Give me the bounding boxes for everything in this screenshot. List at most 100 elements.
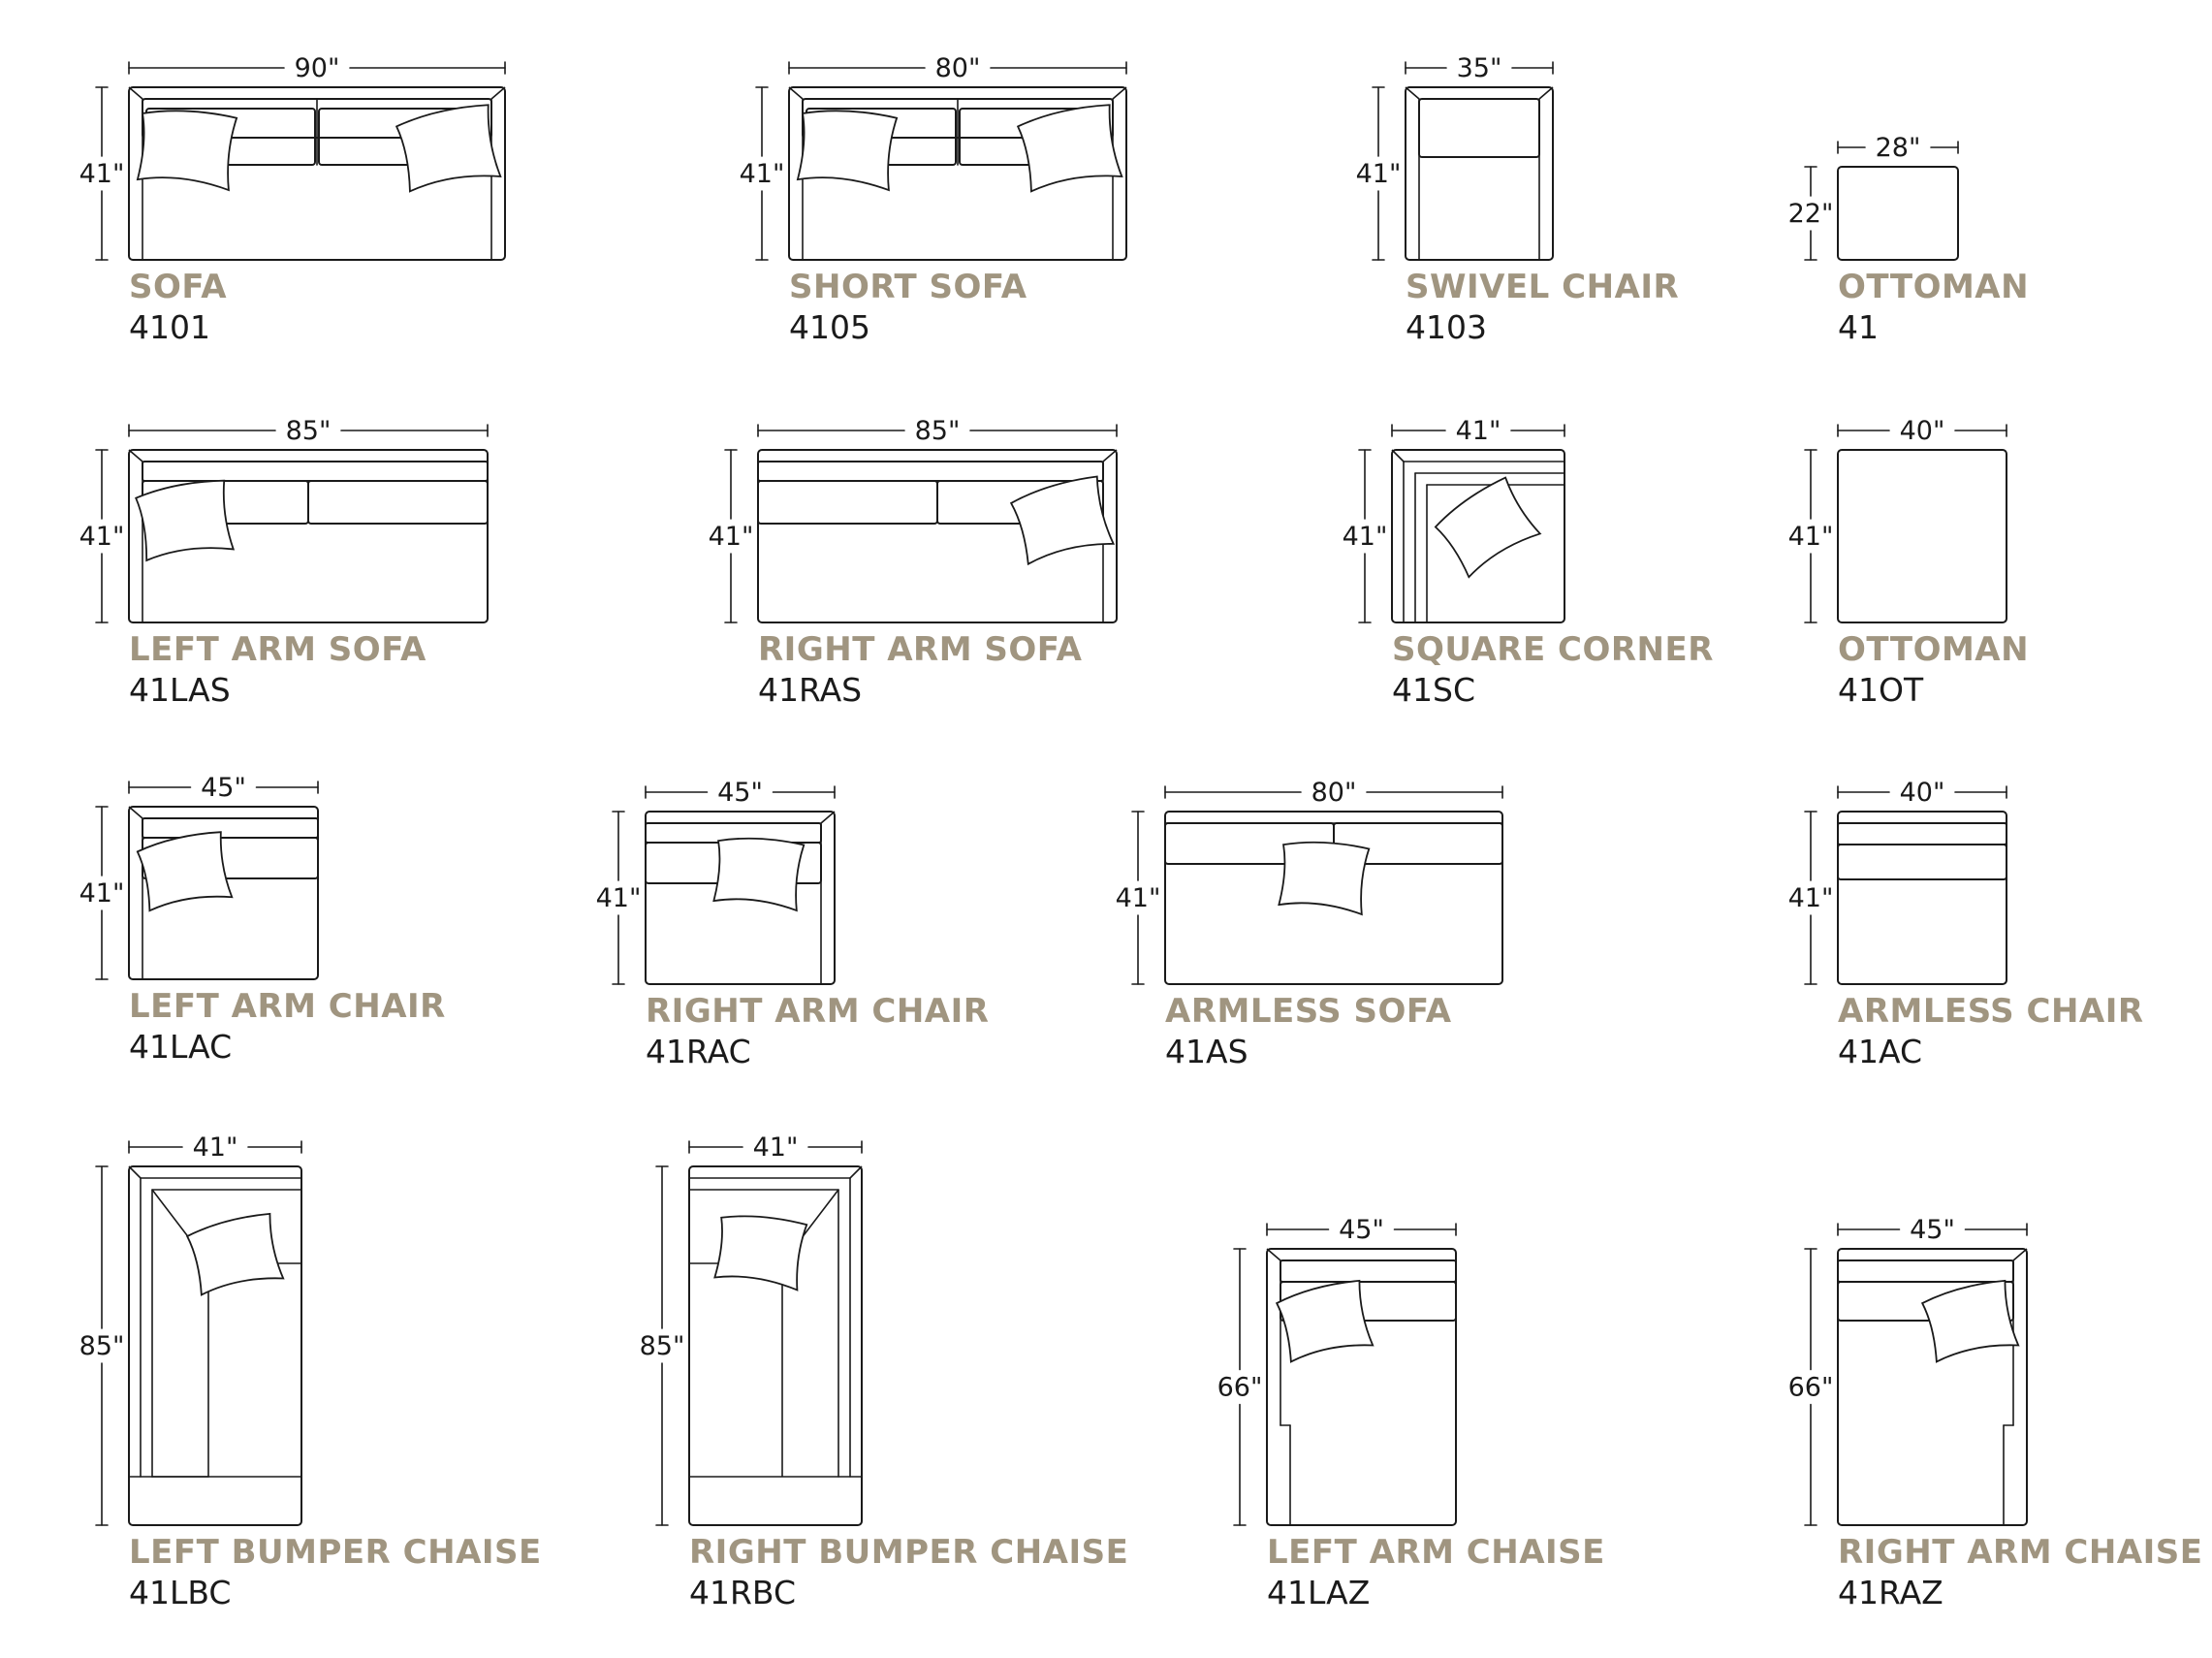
- piece-code: 41LAS: [129, 671, 231, 709]
- detail-line: [128, 86, 143, 100]
- detail-line: [128, 1165, 142, 1179]
- furniture-drawing: 41"85": [79, 1132, 302, 1526]
- drawing-las: [128, 449, 489, 623]
- piece-code: 41RAC: [646, 1033, 751, 1070]
- piece-name: LEFT BUMPER CHAISE: [129, 1533, 542, 1572]
- width-label: 40": [1900, 778, 1945, 808]
- depth-label: 66": [1217, 1373, 1263, 1403]
- width-label: 90": [295, 53, 340, 83]
- piece-code: 4101: [129, 308, 210, 346]
- pillow-icon: [1920, 1279, 2020, 1363]
- piece-code: 41RAZ: [1838, 1574, 1943, 1611]
- width-label: 45": [1339, 1215, 1384, 1245]
- seat-cushion-right: [307, 480, 489, 525]
- drawing-raz: [1837, 1248, 2028, 1526]
- back-cushion: [1837, 1259, 2014, 1283]
- sofa-outline: [1164, 811, 1503, 985]
- sofa-outline: [128, 86, 506, 261]
- piece-name: SHORT SOFA: [789, 268, 1027, 306]
- furniture-drawing: 40"41": [1788, 778, 2007, 985]
- detail-line: [1538, 86, 1554, 100]
- piece-code: 41AS: [1165, 1033, 1248, 1070]
- detail-line: [128, 806, 143, 819]
- furniture-drawing: 80" 41": [740, 53, 1127, 261]
- dimensions: 45"66": [1788, 1215, 2028, 1526]
- detail-line: [849, 1165, 863, 1179]
- back-cushion: [1418, 98, 1540, 158]
- chaise-outline: [1837, 1248, 2028, 1526]
- pillow-icon: [713, 1215, 808, 1291]
- piece-name: LEFT ARM CHAIR: [129, 987, 446, 1026]
- drawing-rbc: [688, 1165, 863, 1526]
- piece-code: 41RBC: [689, 1574, 797, 1611]
- dimensions: 45"41": [596, 778, 836, 985]
- chaise-outline: [1266, 1248, 1457, 1526]
- pillow-icon: [395, 104, 502, 193]
- furniture-drawing: 45"41": [79, 773, 319, 980]
- dimensions: 41"85": [79, 1132, 302, 1526]
- piece-code: 4103: [1406, 308, 1487, 346]
- chair-outline: [1405, 86, 1554, 261]
- furniture-drawing: 45"41": [596, 778, 836, 985]
- furniture-drawing: 85" 41": [709, 416, 1118, 623]
- depth-label: 41": [79, 159, 125, 189]
- furniture-drawing: 90" 41": [79, 53, 506, 261]
- piece-name: OTTOMAN: [1838, 630, 2030, 669]
- furniture-drawing: 85"41": [79, 416, 489, 623]
- dimensions: 85" 41": [709, 416, 1118, 623]
- dimensions: 41" 41": [1343, 416, 1565, 623]
- depth-label: 41": [596, 883, 642, 913]
- dimensions: 80" 41": [740, 53, 1127, 261]
- detail-line: [2012, 1248, 2028, 1261]
- detail-line: [788, 86, 804, 100]
- detail-line: [1102, 449, 1118, 462]
- drawing-lac: [128, 806, 319, 980]
- drawing-as: [1164, 811, 1503, 985]
- drawing-ottoman: [1837, 449, 2007, 623]
- pillow-icon: [136, 110, 238, 192]
- detail-line: [1112, 86, 1127, 100]
- dimensions: 40"41": [1788, 778, 2007, 985]
- piece-name: RIGHT ARM CHAISE: [1838, 1533, 2203, 1572]
- drawing-sofa: [128, 86, 506, 261]
- depth-label: 22": [1788, 199, 1834, 229]
- furniture-drawing: 45" 66": [1217, 1215, 1457, 1526]
- dimensions: 35"41": [1356, 53, 1554, 261]
- drawing-ac: [1837, 811, 2007, 985]
- width-label: 85": [915, 416, 961, 446]
- pillow-icon: [1275, 1279, 1375, 1363]
- piece-name: RIGHT BUMPER CHAISE: [689, 1533, 1129, 1572]
- furniture-drawing: 41"85": [640, 1132, 863, 1526]
- piece-code: 41: [1838, 308, 1879, 346]
- furniture-drawing: 41" 41": [1343, 416, 1565, 623]
- seat-cushion: [1837, 844, 2007, 880]
- detail-line: [490, 86, 506, 100]
- piece-code: 41RAS: [758, 671, 863, 709]
- depth-label: 41": [1356, 159, 1402, 189]
- piece-name: SQUARE CORNER: [1392, 630, 1714, 669]
- depth-label: 41": [1116, 883, 1161, 913]
- sofa-outline: [128, 449, 489, 623]
- pillow-icon: [796, 110, 899, 192]
- piece-name: RIGHT ARM SOFA: [758, 630, 1083, 669]
- width-label: 80": [935, 53, 981, 83]
- dimensions: 85"41": [79, 416, 489, 623]
- depth-label: 41": [709, 522, 754, 552]
- width-label: 41": [1456, 416, 1501, 446]
- corner-outline: [1391, 449, 1565, 623]
- depth-label: 41": [740, 159, 785, 189]
- dimensions: 90" 41": [79, 53, 506, 261]
- width-label: 85": [286, 416, 332, 446]
- pillow-icon: [712, 837, 806, 912]
- depth-label: 41": [1343, 522, 1388, 552]
